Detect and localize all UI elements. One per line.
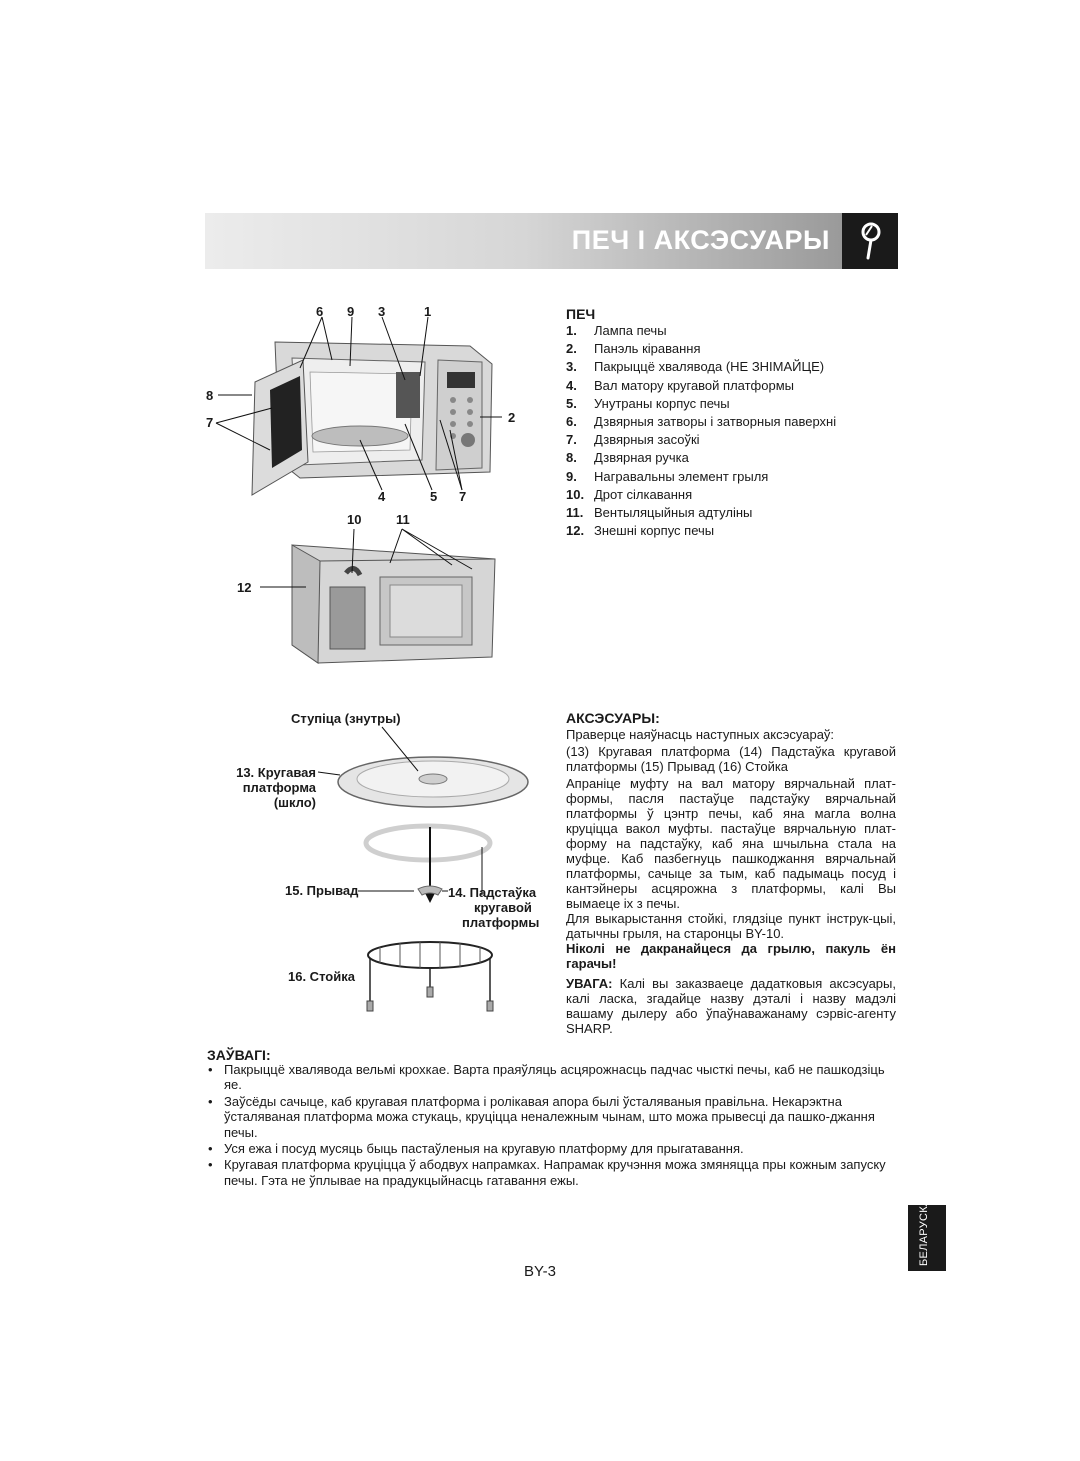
diagram-label-7-right: 7 (459, 489, 467, 504)
diagram-label-8: 8 (206, 388, 214, 403)
diagram-label-6: 6 (316, 304, 324, 319)
diagram-label-5: 5 (430, 489, 438, 504)
language-tab (908, 1205, 946, 1271)
accessories-intro: Праверце наяўнасць наступных аксэсуараў: (566, 727, 835, 742)
list-item: 3.Пакрыццё хвалявода (НЕ ЗНІМАЙЦЕ) (566, 359, 825, 375)
accessories-heading: АКСЭСУАРЫ: (566, 710, 660, 726)
accessories-installation-text: Апраніце муфту на вал матору вярчальнай … (566, 776, 896, 911)
accessory-label-support: 14. Падстаўка кругавой платформы (448, 885, 540, 930)
list-item: 1.Лампа печы (566, 323, 667, 338)
oven-heading: ПЕЧ (566, 306, 596, 322)
accessories-rack-text: Для выкарыстання стойкі, глядзіце пункт … (566, 911, 896, 941)
list-item: 12.Знешні корпус печы (566, 523, 715, 539)
notes-list: Пакрыццё хвалявода вельмі крохкае. Варта… (206, 1062, 896, 1189)
list-item: 7.Дзвярныя засоўкі (566, 432, 700, 448)
header-band (205, 213, 842, 269)
list-item: Заўсёды сачыце, каб кругавая платформа і… (206, 1094, 896, 1140)
diagram-label-9: 9 (347, 304, 355, 319)
accessory-label-hub: Ступіца (знутры) (291, 711, 401, 726)
accessories-list: (13) Кругавая платформа (14) Падстаўка к… (566, 744, 896, 774)
diagram-label-11: 11 (396, 512, 410, 527)
list-item: Кругавая платформа круціцца ў абодвух на… (206, 1157, 896, 1188)
list-item: 6.Дзвярныя затворы і затворныя паверхні (566, 413, 837, 429)
list-item: 4.Вал матору кругавой платформы (566, 377, 794, 393)
grill-warning: Ніколі не дакранайцеся да грылю, пакуль … (566, 941, 896, 971)
list-item: 8.Дзвярная ручка (566, 450, 689, 466)
tool-key-icon (842, 213, 898, 269)
page-title: ПЕЧ І АКСЭСУАРЫ (571, 225, 830, 255)
accessory-label-coupling: 15. Прывад (285, 883, 359, 898)
diagram-label-2: 2 (508, 410, 516, 425)
list-item: Уся ежа і посуд мусяць быць пастаўленыя … (206, 1141, 896, 1157)
diagram-label-12: 12 (237, 580, 252, 595)
diagram-label-7-left: 7 (206, 415, 214, 430)
list-item: 11.Вентыляцыйныя адтуліны (566, 504, 753, 520)
list-item: Пакрыццё хвалявода вельмі крохкае. Варта… (206, 1062, 896, 1093)
list-item: 2.Панэль кіравання (566, 341, 701, 357)
diagram-label-10: 10 (347, 512, 362, 527)
page-number: BY-3 (524, 1263, 556, 1280)
list-item: 10.Дрот сілкавання (566, 486, 693, 502)
oven-front-illustration (215, 316, 502, 496)
list-item: 5.Унутраны корпус печы (566, 395, 730, 411)
diagram-label-4: 4 (378, 489, 386, 504)
accessories-illustration (317, 726, 529, 1012)
caution-text: УВАГА: Калі вы заказваеце дадатковыя акс… (566, 976, 896, 1036)
language-tab-label: БЕЛАРУСКАЯ (918, 1190, 930, 1266)
list-item: 9.Награвальны элемент грыля (566, 468, 769, 484)
diagram-label-1: 1 (424, 304, 432, 319)
oven-rear-illustration (260, 528, 496, 664)
notes-heading: ЗАЎВАГІ: (207, 1047, 271, 1063)
accessory-label-turntable: 13. Кругавая платформа (шкло) (236, 765, 316, 810)
diagram-label-3: 3 (378, 304, 386, 319)
accessory-label-rack: 16. Стойка (288, 969, 355, 984)
oven-parts-list: 1.Лампа печы 2.Панэль кіравання 3.Пакрыц… (566, 322, 906, 540)
